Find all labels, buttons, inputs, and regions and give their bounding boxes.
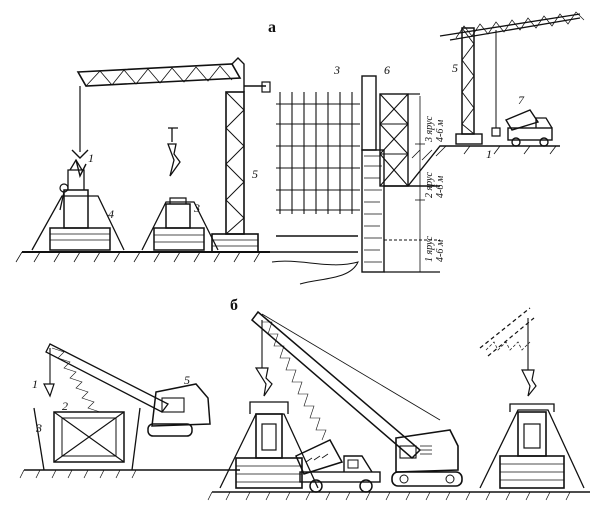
tier3-height: 4-6 м bbox=[435, 119, 446, 142]
callout-1-right: 1 bbox=[486, 147, 492, 161]
callout-3-middle: 3 bbox=[193, 201, 200, 215]
callout-5-right: 5 bbox=[452, 61, 458, 75]
panel-a-label: а bbox=[268, 19, 276, 36]
callout-4: 4 bbox=[108, 207, 114, 221]
callout-b-3: 3 bbox=[35, 421, 42, 435]
crawler-crane-pit bbox=[19, 343, 240, 479]
assembly-stand-b-left bbox=[219, 401, 319, 489]
tower-crane-left bbox=[71, 57, 271, 253]
callout-7: 7 bbox=[518, 93, 525, 107]
assembly-stand-left bbox=[31, 158, 125, 251]
tier3-label: 3 ярус bbox=[424, 116, 435, 143]
tier2-label: 2 ярус bbox=[424, 172, 435, 198]
tower-crane-right bbox=[439, 11, 585, 145]
tier2-height: 4-6 м bbox=[435, 175, 446, 198]
dump-truck-b bbox=[295, 439, 381, 493]
ground-right-b bbox=[207, 491, 590, 501]
tier1-height: 4-6 м bbox=[435, 239, 446, 262]
crawler-crane-b bbox=[250, 310, 463, 487]
callout-6: 6 bbox=[384, 63, 390, 77]
assembly-stand-b-right bbox=[479, 307, 585, 489]
panel-b-label: б bbox=[230, 297, 238, 314]
assembly-stand-middle bbox=[141, 127, 219, 251]
tier1-label: 1 ярус bbox=[424, 236, 435, 262]
callout-b-2: 2 bbox=[62, 399, 68, 413]
dump-truck-a bbox=[504, 109, 553, 147]
callout-1-left: 1 bbox=[88, 151, 94, 165]
callout-b-1: 1 bbox=[32, 377, 38, 391]
callout-3-wall: 3 bbox=[333, 63, 340, 77]
ground-left-a bbox=[15, 251, 270, 263]
multi-tier-wall-section bbox=[270, 75, 560, 285]
callout-b-5: 5 bbox=[184, 373, 190, 387]
callout-5-tower: 5 bbox=[252, 167, 258, 181]
